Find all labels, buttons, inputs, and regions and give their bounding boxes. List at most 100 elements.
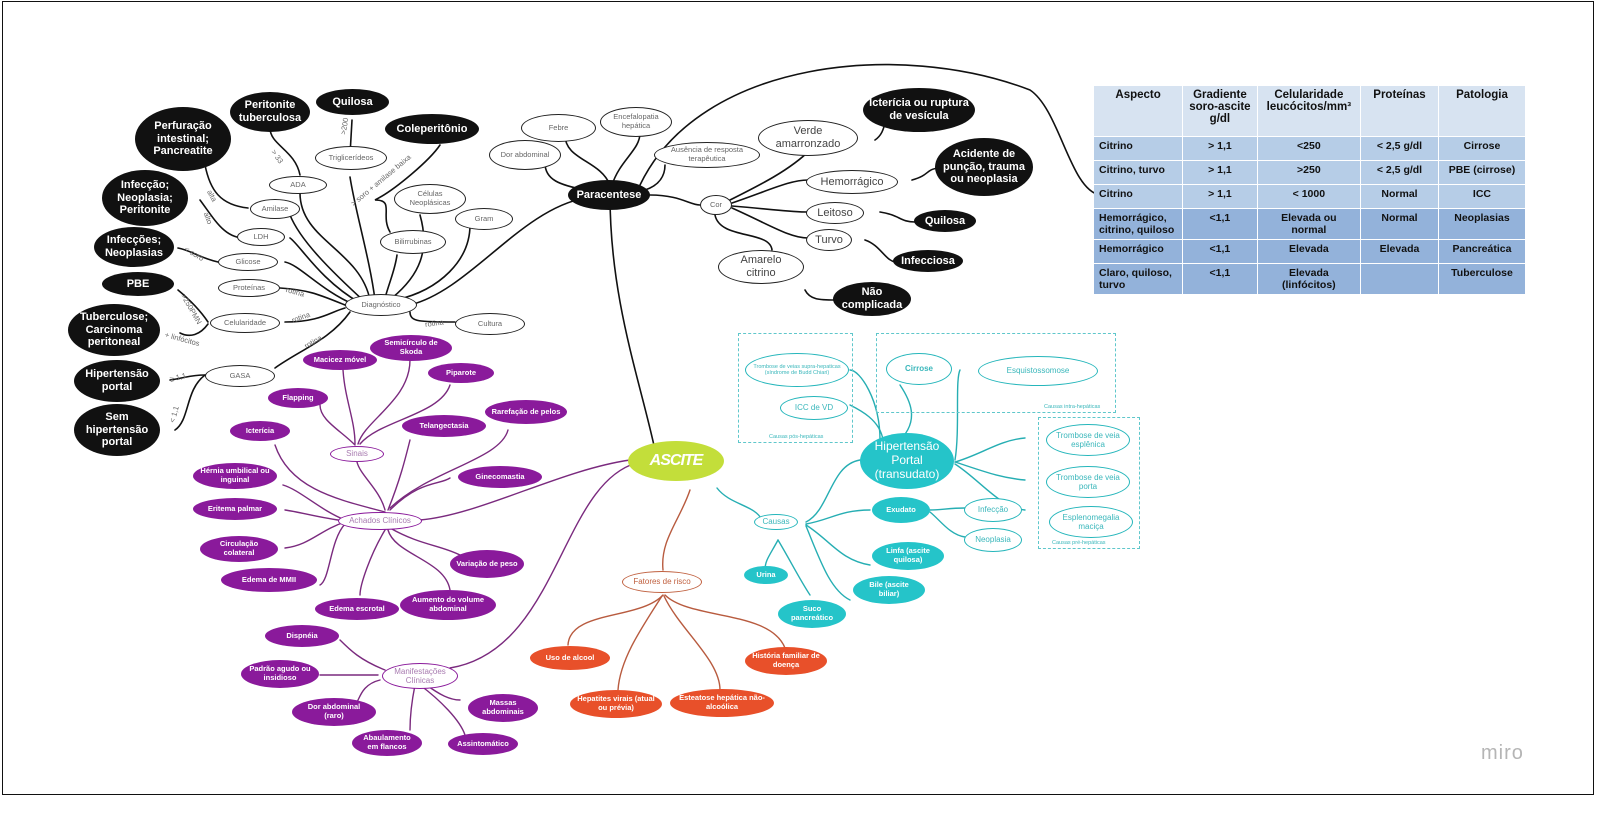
node-trombose-esplenica[interactable]: Trombose de veia esplênica <box>1046 424 1130 456</box>
table-cell <box>1360 263 1439 294</box>
node-ictericia-ruptura[interactable]: Icterícia ou ruptura de vesícula <box>863 88 975 132</box>
node-icc-vd[interactable]: ICC de VD <box>780 396 848 420</box>
node-achados-clinicos[interactable]: Achados Clínicos <box>338 512 422 530</box>
node-manifestacoes[interactable]: Manifestações Clínicas <box>382 663 458 689</box>
node-dispneia[interactable]: Dispnéia <box>265 625 339 647</box>
node-esquistossomose[interactable]: Esquistossomose <box>978 356 1098 386</box>
node-dor-abdominal-raro[interactable]: Dor abdominal (raro) <box>292 698 376 726</box>
node-hipertensao-portal-transudato[interactable]: Hipertensão Portal (transudato) <box>860 433 954 489</box>
node-dor-abdominal[interactable]: Dor abdominal <box>489 140 561 170</box>
node-tuberculose-carcinoma[interactable]: Tuberculose; Carcinoma peritoneal <box>68 304 160 356</box>
node-circulacao-colateral[interactable]: Circulação colateral <box>200 536 278 562</box>
node-label: Sinais <box>346 449 368 459</box>
edge-achados-telang <box>387 439 411 511</box>
node-trigliceridios[interactable]: Triglicerídeos <box>315 146 387 170</box>
node-edema-mmii[interactable]: Edema de MMII <box>221 568 317 592</box>
node-rarefacao-pelos[interactable]: Rarefação de pelos <box>485 400 567 424</box>
node-exudato[interactable]: Exudato <box>872 497 930 523</box>
node-label: Cultura <box>477 318 503 328</box>
node-hernia[interactable]: Hérnia umbilical ou inguinal <box>193 463 277 489</box>
node-infeccao[interactable]: Infecção <box>964 498 1022 522</box>
node-infecciosa[interactable]: Infecciosa <box>893 250 963 272</box>
node-hipertensao-portal[interactable]: Hipertensão portal <box>74 360 160 402</box>
node-perfuracao[interactable]: Perfuração intestinal; Pancreatite <box>135 107 231 171</box>
node-massas-abdominais[interactable]: Massas abdominais <box>468 694 538 722</box>
edge-glicose-infeccoes <box>177 247 219 263</box>
node-amilase[interactable]: Amilase <box>250 199 300 219</box>
node-quilosa-cor[interactable]: Quilosa <box>914 210 976 232</box>
node-gasa[interactable]: GASA <box>205 365 275 387</box>
node-neoplasia[interactable]: Neoplasia <box>964 528 1022 552</box>
node-variacao-peso[interactable]: Variação de peso <box>450 550 524 578</box>
node-abaulamento[interactable]: Abaulamento em flancos <box>352 730 422 756</box>
node-infeccao-neoplasia-peritonite[interactable]: Infecção; Neoplasia; Peritonite <box>102 170 188 226</box>
node-label: Dor abdominal <box>500 149 550 159</box>
node-turvo[interactable]: Turvo <box>806 229 852 251</box>
node-padrao-agudo[interactable]: Padrão agudo ou insidioso <box>241 660 319 688</box>
node-nao-complicada[interactable]: Não complicada <box>833 282 911 316</box>
node-semicirculo-skoda[interactable]: Semicírculo de Skoda <box>370 335 452 361</box>
node-glicose[interactable]: Glicose <box>218 253 278 271</box>
node-ictericia[interactable]: Icterícia <box>230 421 290 441</box>
node-hepatites-virais[interactable]: Hepatites virais (atual ou prévia) <box>570 690 662 718</box>
node-celularidade[interactable]: Celularidade <box>210 313 280 333</box>
node-coleperitonio[interactable]: Coleperitônio <box>385 114 479 144</box>
node-bilirrubinas[interactable]: Bilirrubinas <box>380 230 446 254</box>
node-diagnostico[interactable]: Diagnóstico <box>345 294 417 316</box>
node-sem-hipertensao[interactable]: Sem hipertensão portal <box>74 404 160 456</box>
node-aumento-volume[interactable]: Aumento do volume abdominal <box>400 590 496 620</box>
node-celulas-neoplasicas[interactable]: Células Neoplásicas <box>394 184 466 214</box>
node-budd-chiari[interactable]: Trombose de veias supra-hepaticas (síndr… <box>745 353 849 387</box>
node-urina[interactable]: Urina <box>744 566 788 584</box>
node-trombose-porta[interactable]: Trombose de veia porta <box>1046 466 1130 498</box>
node-leitoso[interactable]: Leitoso <box>806 202 864 224</box>
table-cell: Normal <box>1360 184 1439 209</box>
node-esplenomegalia[interactable]: Esplenomegalia maciça <box>1049 506 1133 538</box>
node-cultura[interactable]: Cultura <box>455 313 525 335</box>
node-uso-alcool[interactable]: Uso de alcool <box>530 646 610 670</box>
node-paracentese[interactable]: Paracentese <box>568 180 650 210</box>
node-fatores-risco[interactable]: Fatores de risco <box>622 571 702 593</box>
table-cell: Neoplasias <box>1438 208 1527 240</box>
node-cor[interactable]: Cor <box>700 195 732 215</box>
node-historia-familiar[interactable]: História familiar de doença <box>745 647 827 675</box>
node-label: Edema escrotal <box>329 603 385 613</box>
node-macicez-movel[interactable]: Macicez móvel <box>303 350 377 370</box>
node-flapping[interactable]: Flapping <box>268 388 328 408</box>
node-pbe[interactable]: PBE <box>102 272 174 296</box>
node-ascite-central[interactable]: ASCITE <box>628 441 724 481</box>
node-quilosa-trig[interactable]: Quilosa <box>316 89 389 115</box>
node-cirrose[interactable]: Cirrose <box>886 353 952 385</box>
node-infeccoes-neoplasias[interactable]: Infecções; Neoplasias <box>94 227 174 267</box>
node-assintomatico[interactable]: Assintomático <box>448 733 518 755</box>
node-amarelo-citrino[interactable]: Amarelo citrino <box>718 250 804 284</box>
node-hemorragico[interactable]: Hemorrágico <box>806 170 898 194</box>
node-proteinas[interactable]: Proteínas <box>218 279 280 297</box>
node-label: Bilirrubinas <box>394 236 432 246</box>
node-encefalopatia[interactable]: Encefalopatia hepática <box>600 107 672 137</box>
node-edema-escrotal[interactable]: Edema escrotal <box>315 598 399 620</box>
node-acidente-puncao[interactable]: Acidente de punção, trauma ou neoplasia <box>935 138 1033 196</box>
table-cell: >250 <box>1257 160 1362 185</box>
node-label: Bile (ascite biliar) <box>869 580 909 598</box>
node-ada[interactable]: ADA <box>269 176 327 194</box>
node-label: Coleperitônio <box>396 122 468 135</box>
node-telangectasia[interactable]: Telangectasia <box>402 415 486 437</box>
node-piparote[interactable]: Piparote <box>428 363 494 383</box>
node-ausencia-resposta[interactable]: Ausência de resposta terapêutica <box>654 142 760 168</box>
node-verde-amarronzado[interactable]: Verde amarronzado <box>758 120 858 156</box>
node-eritema-palmar[interactable]: Eritema palmar <box>193 498 277 520</box>
node-suco-pancreatico[interactable]: Suco pancreático <box>778 600 846 628</box>
node-febre[interactable]: Febre <box>521 114 596 142</box>
node-esteatose[interactable]: Esteatose hepática não-alcoólica <box>670 689 774 717</box>
node-peritonite-tuberculosa[interactable]: Peritonite tuberculosa <box>230 92 310 132</box>
node-ginecomastia[interactable]: Ginecomastia <box>458 466 542 488</box>
node-ldh[interactable]: LDH <box>237 228 285 246</box>
node-linfa[interactable]: Linfa (ascite quilosa) <box>872 542 944 570</box>
node-sinais[interactable]: Sinais <box>330 446 384 462</box>
node-bile[interactable]: Bile (ascite biliar) <box>853 576 925 604</box>
node-gram[interactable]: Gram <box>455 208 513 230</box>
table-cell: <1,1 <box>1182 208 1258 240</box>
node-causas[interactable]: Causas <box>754 514 798 530</box>
